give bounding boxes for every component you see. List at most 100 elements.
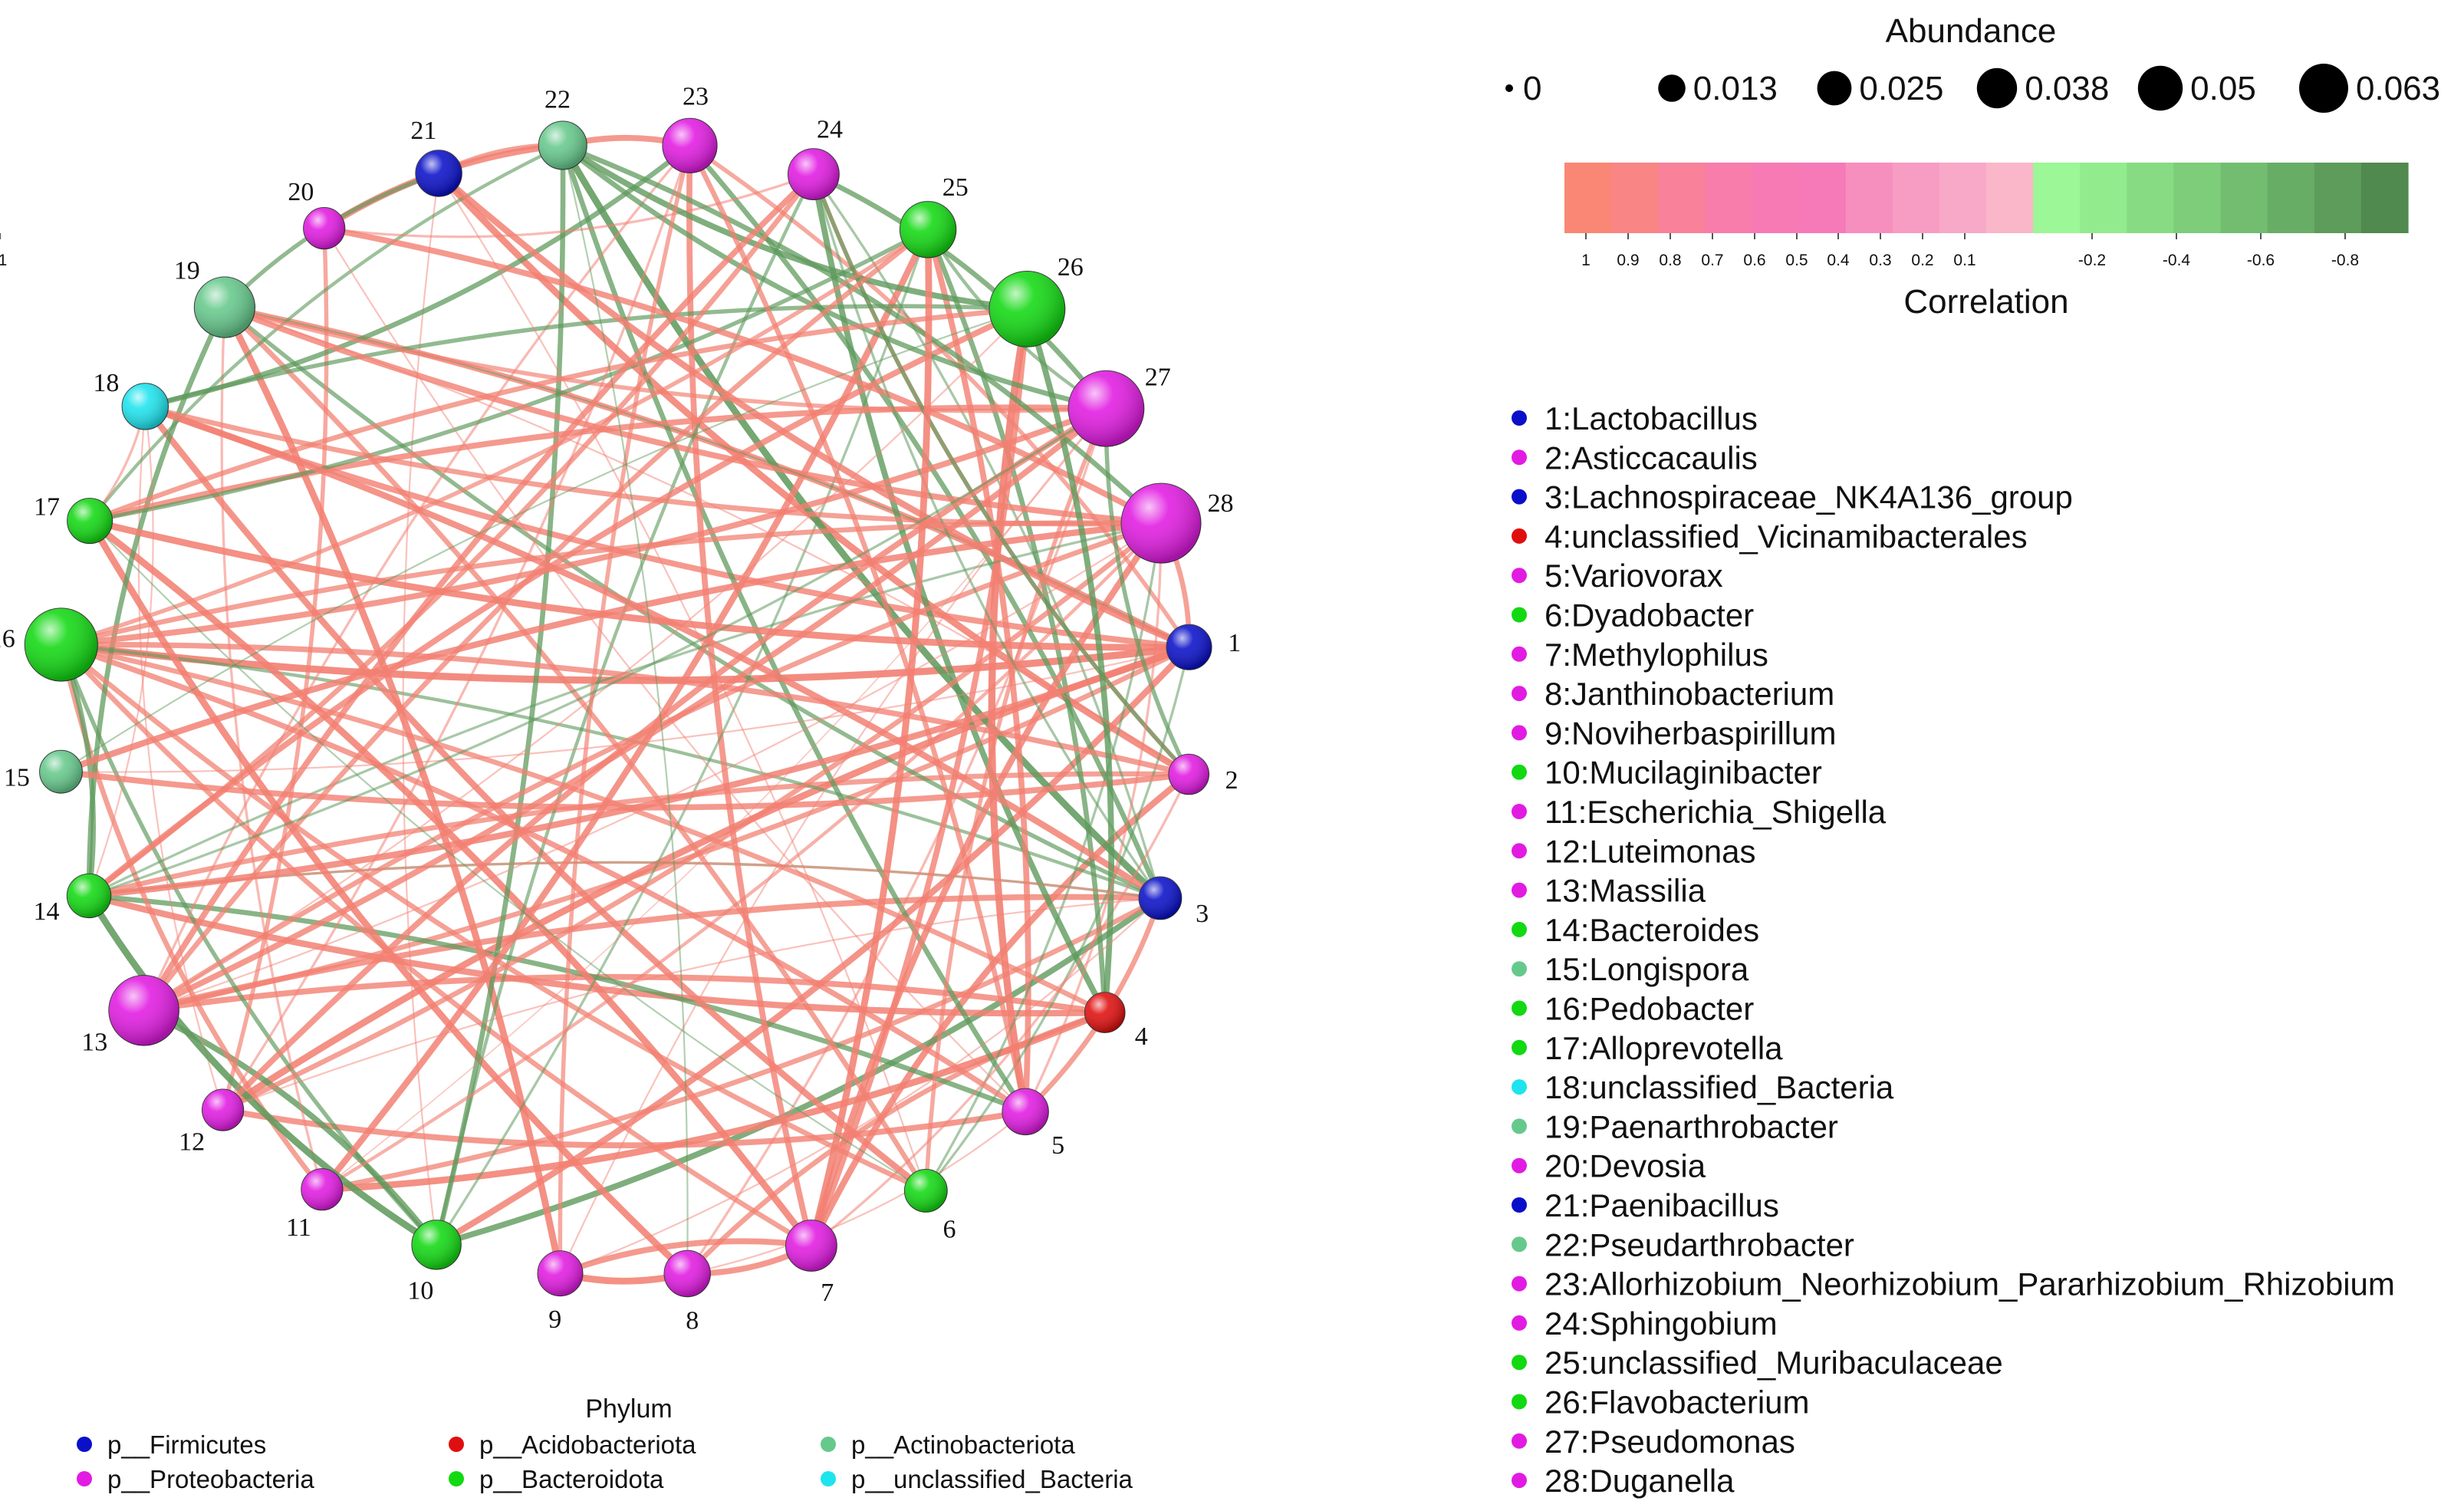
node-label-9: 9 [548, 1305, 561, 1334]
edge-28-13 [143, 522, 1163, 1012]
correlation-color-cell-6 [1798, 163, 1847, 233]
correlation-color-cell-2 [1611, 163, 1659, 233]
node-label-6: 6 [943, 1216, 956, 1244]
genus-legend-dot-6 [1512, 607, 1527, 623]
node-label-12: 12 [179, 1127, 205, 1156]
node-label-4: 4 [1135, 1022, 1148, 1051]
node-label-7: 7 [821, 1279, 834, 1307]
edge-14-28 [87, 522, 1163, 897]
node-14-shading [67, 874, 111, 918]
correlation-color-cell-3 [1658, 163, 1706, 233]
node-label-13: 13 [81, 1029, 107, 1057]
node-label-23: 23 [683, 83, 709, 111]
edge-3-13 [140, 894, 1163, 1014]
correlation-tick-label-7: 0.4 [1827, 252, 1850, 269]
node-1-shading [1166, 624, 1212, 670]
node-17-shading [67, 498, 113, 544]
edge-9-7 [557, 1238, 814, 1277]
node-2-shading [1168, 754, 1209, 795]
abundance-legend-label-5: 0.05 [2190, 70, 2256, 107]
edge-layer [58, 134, 1193, 1285]
genus-legend-label-7: 7:Methylophilus [1545, 637, 1768, 673]
genus-legend-dot-27 [1512, 1433, 1527, 1449]
correlation-color-cell-5 [1752, 163, 1800, 233]
genus-legend-dot-17 [1512, 1039, 1527, 1055]
phylum-legend-dot-1 [77, 1437, 92, 1452]
edge-22-27 [560, 143, 1109, 411]
edge-25-7 [808, 225, 933, 1249]
phylum-legend-dot-2 [449, 1437, 464, 1452]
genus-legend-label-17: 17:Alloprevotella [1545, 1030, 1783, 1066]
edge-26-17 [87, 306, 1030, 524]
edge-18-23 [143, 143, 692, 410]
edge-17-6 [89, 520, 927, 1192]
node-label-28: 28 [1208, 489, 1234, 518]
edge-8-22 [561, 144, 689, 1275]
correlation-color-cell-13 [2127, 163, 2174, 233]
genus-legend-dot-12 [1512, 843, 1527, 859]
edge-22-28 [560, 143, 1164, 526]
edge-9-19 [221, 304, 564, 1277]
edge-14-3 [87, 861, 1162, 900]
edge-10-22 [433, 143, 566, 1248]
edge-7-16 [58, 642, 814, 1249]
node-label-24: 24 [817, 115, 843, 143]
node-23-shading [662, 118, 718, 173]
node-label-27: 27 [1145, 364, 1171, 392]
edge-7-17 [86, 517, 815, 1249]
genus-legend-label-11: 11:Escherichia_Shigella [1545, 794, 1887, 830]
edge-18-14 [87, 405, 154, 897]
edge-17-27 [87, 404, 1110, 524]
correlation-tick-label-2: 0.9 [1617, 252, 1639, 269]
phylum-legend-label-3: p__Actinobacteriota [851, 1430, 1075, 1459]
node-label-16: 16 [0, 625, 15, 653]
genus-legend-label-4: 4:unclassified_Vicinamibacterales [1545, 518, 2028, 555]
node-27-shading [1068, 370, 1144, 447]
genus-legend-dot-23 [1512, 1276, 1527, 1292]
correlation-color-cell-7 [1845, 163, 1893, 233]
node-label-1: 1 [1228, 629, 1241, 657]
edge-5-22 [560, 143, 1028, 1114]
genus-legend-label-28: 28:Duganella [1545, 1463, 1735, 1499]
phylum-legend-dot-4 [77, 1471, 92, 1486]
genus-legend-label-9: 9:Noviherbaspirillum [1545, 715, 1836, 751]
genus-legend-label-22: 22:Pseudarthrobacter [1545, 1226, 1854, 1262]
abundance-legend-dot-6 [2299, 64, 2348, 113]
correlation-tick-label-13: -0.6 [2247, 252, 2275, 269]
node-label-11: 11 [286, 1213, 311, 1242]
edge-24-27 [811, 171, 1109, 411]
edge-20-5 [323, 227, 1027, 1113]
node-26-shading [989, 271, 1065, 347]
genus-legend-label-5: 5:Variovorax [1545, 558, 1723, 594]
edge-11-27 [321, 407, 1107, 1190]
node-label-10: 10 [407, 1277, 433, 1305]
correlation-tick-label-6: 0.5 [1785, 252, 1808, 269]
correlation-tick-label-11: -0.2 [2078, 252, 2106, 269]
correlation-tick-label-14: -0.8 [2331, 252, 2359, 269]
genus-legend-label-2: 2:Asticcacaulis [1545, 439, 1758, 476]
genus-legend-dot-9 [1512, 725, 1527, 741]
edge-24-3 [812, 173, 1162, 900]
node-8-shading [664, 1250, 711, 1297]
genus-legend-dot-5 [1512, 568, 1527, 584]
edge-4-13 [140, 973, 1108, 1016]
correlation-color-cell-1 [1564, 163, 1612, 233]
edge-28-16 [58, 520, 1164, 647]
edge-6-1 [924, 646, 1191, 1193]
genus-legend-dot-14 [1512, 921, 1527, 937]
genus-legend-label-26: 26:Flavobacterium [1545, 1384, 1810, 1420]
correlation-color-cell-18 [2360, 163, 2409, 233]
node-3-shading [1139, 877, 1182, 920]
genus-legend-label-21: 21:Paenibacillus [1545, 1187, 1779, 1223]
edge-28-5 [1024, 522, 1163, 1114]
edge-18-26 [143, 304, 1030, 409]
genus-legend-dot-10 [1512, 764, 1527, 780]
genus-legend-dot-13 [1512, 882, 1527, 898]
genus-legend-dot-22 [1512, 1236, 1527, 1253]
node-11-shading [301, 1168, 343, 1210]
edge-5-12 [219, 1107, 1028, 1149]
node-16-shading [25, 607, 98, 682]
correlation-tick-label-15: -1 [0, 252, 7, 269]
genus-legend-dot-8 [1512, 686, 1527, 702]
